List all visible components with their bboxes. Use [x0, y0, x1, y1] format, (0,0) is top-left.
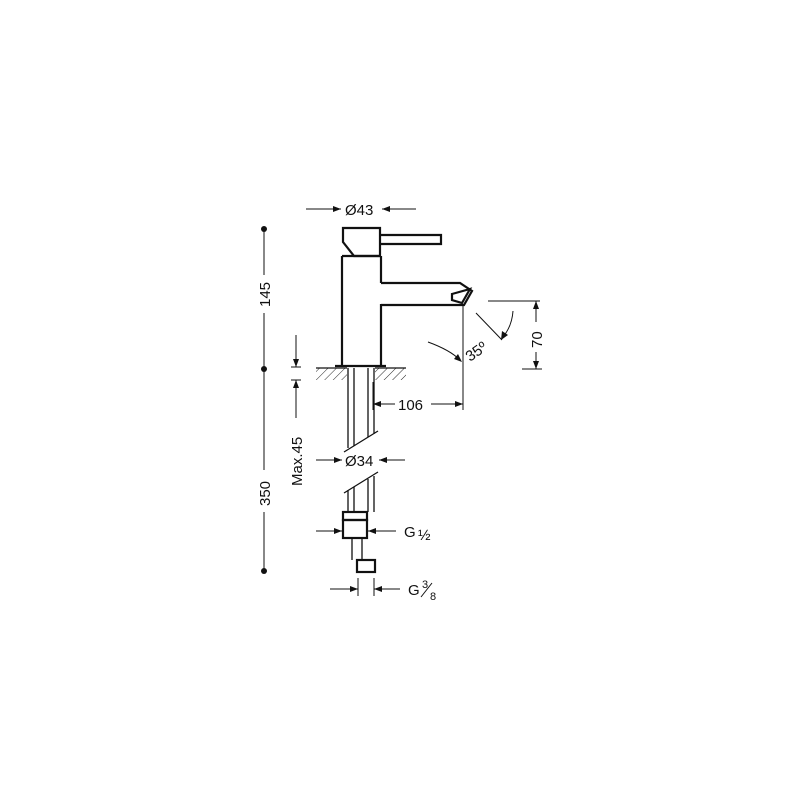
dim-label-spout-height: 70	[529, 331, 546, 348]
faucet-body	[335, 226, 474, 368]
dim-spout-angle: 35º	[427, 310, 514, 365]
dim-label-height: 145	[257, 282, 274, 307]
dim-shank-diameter: Ø34	[316, 453, 405, 470]
deck-surface	[316, 367, 406, 380]
arrow-head-icon	[350, 586, 358, 592]
arrow-head-icon	[533, 361, 539, 369]
dim-label-inlet-thread-fraction: ½	[418, 527, 431, 544]
inlet-nut	[341, 518, 369, 540]
arrow-head-icon	[293, 380, 299, 388]
dim-label-outlet-thread-den: 8	[430, 591, 436, 603]
spout-tip	[450, 287, 473, 305]
arrow-head-icon	[333, 206, 341, 212]
angle-arc-left	[427, 341, 461, 361]
outlet-fitting	[355, 558, 377, 574]
dim-body-diameter: Ø43	[306, 202, 416, 219]
arrow-head-icon	[379, 457, 387, 463]
dim-spout-height: 70	[488, 300, 546, 370]
arrow-head-icon	[382, 206, 390, 212]
deck-hatch-right	[375, 368, 406, 380]
lever-handle-block	[341, 226, 382, 258]
dim-label-spout-offset: 106	[398, 397, 423, 414]
break-line-bottom	[343, 471, 379, 494]
dim-label-inlet-thread: G	[404, 524, 416, 541]
dim-max-deck: Max.45	[289, 335, 306, 486]
arrow-head-icon	[334, 457, 342, 463]
inlet-nut-top	[341, 510, 369, 522]
dim-label-total-length: 350	[257, 481, 274, 506]
fraction-slash	[420, 582, 433, 598]
dim-label-outlet-thread-num: 3	[422, 579, 428, 591]
arrow-head-icon	[374, 586, 382, 592]
arrow-head-icon	[501, 331, 508, 340]
arrow-head-icon	[368, 528, 376, 534]
dim-label-body-diameter: Ø43	[345, 202, 373, 219]
spout	[381, 281, 474, 307]
arrow-head-icon	[454, 354, 462, 362]
break-line-top	[343, 430, 379, 453]
dot-endpoint-icon	[261, 568, 267, 574]
dim-label-shank-diameter: Ø34	[345, 453, 373, 470]
deck-hatch-left	[316, 368, 347, 380]
dim-inlet-thread: G ½	[316, 524, 431, 544]
dim-label-spout-angle: 35º	[463, 338, 491, 365]
arrow-head-icon	[533, 301, 539, 309]
dim-spout-offset: 106	[372, 306, 464, 414]
arrow-head-icon	[373, 401, 381, 407]
dim-outlet-thread: G 3 8	[330, 578, 436, 603]
dim-label-outlet-thread: G	[408, 582, 420, 599]
arrow-head-icon	[334, 528, 342, 534]
angle-reference-line	[475, 312, 503, 341]
shank-assembly	[341, 368, 379, 574]
arrow-head-icon	[293, 359, 299, 367]
lever-rod	[380, 233, 443, 246]
arrow-head-icon	[455, 401, 463, 407]
dim-label-max-deck: Max.45	[289, 437, 306, 486]
dim-vertical-left: 145 350	[257, 226, 274, 574]
